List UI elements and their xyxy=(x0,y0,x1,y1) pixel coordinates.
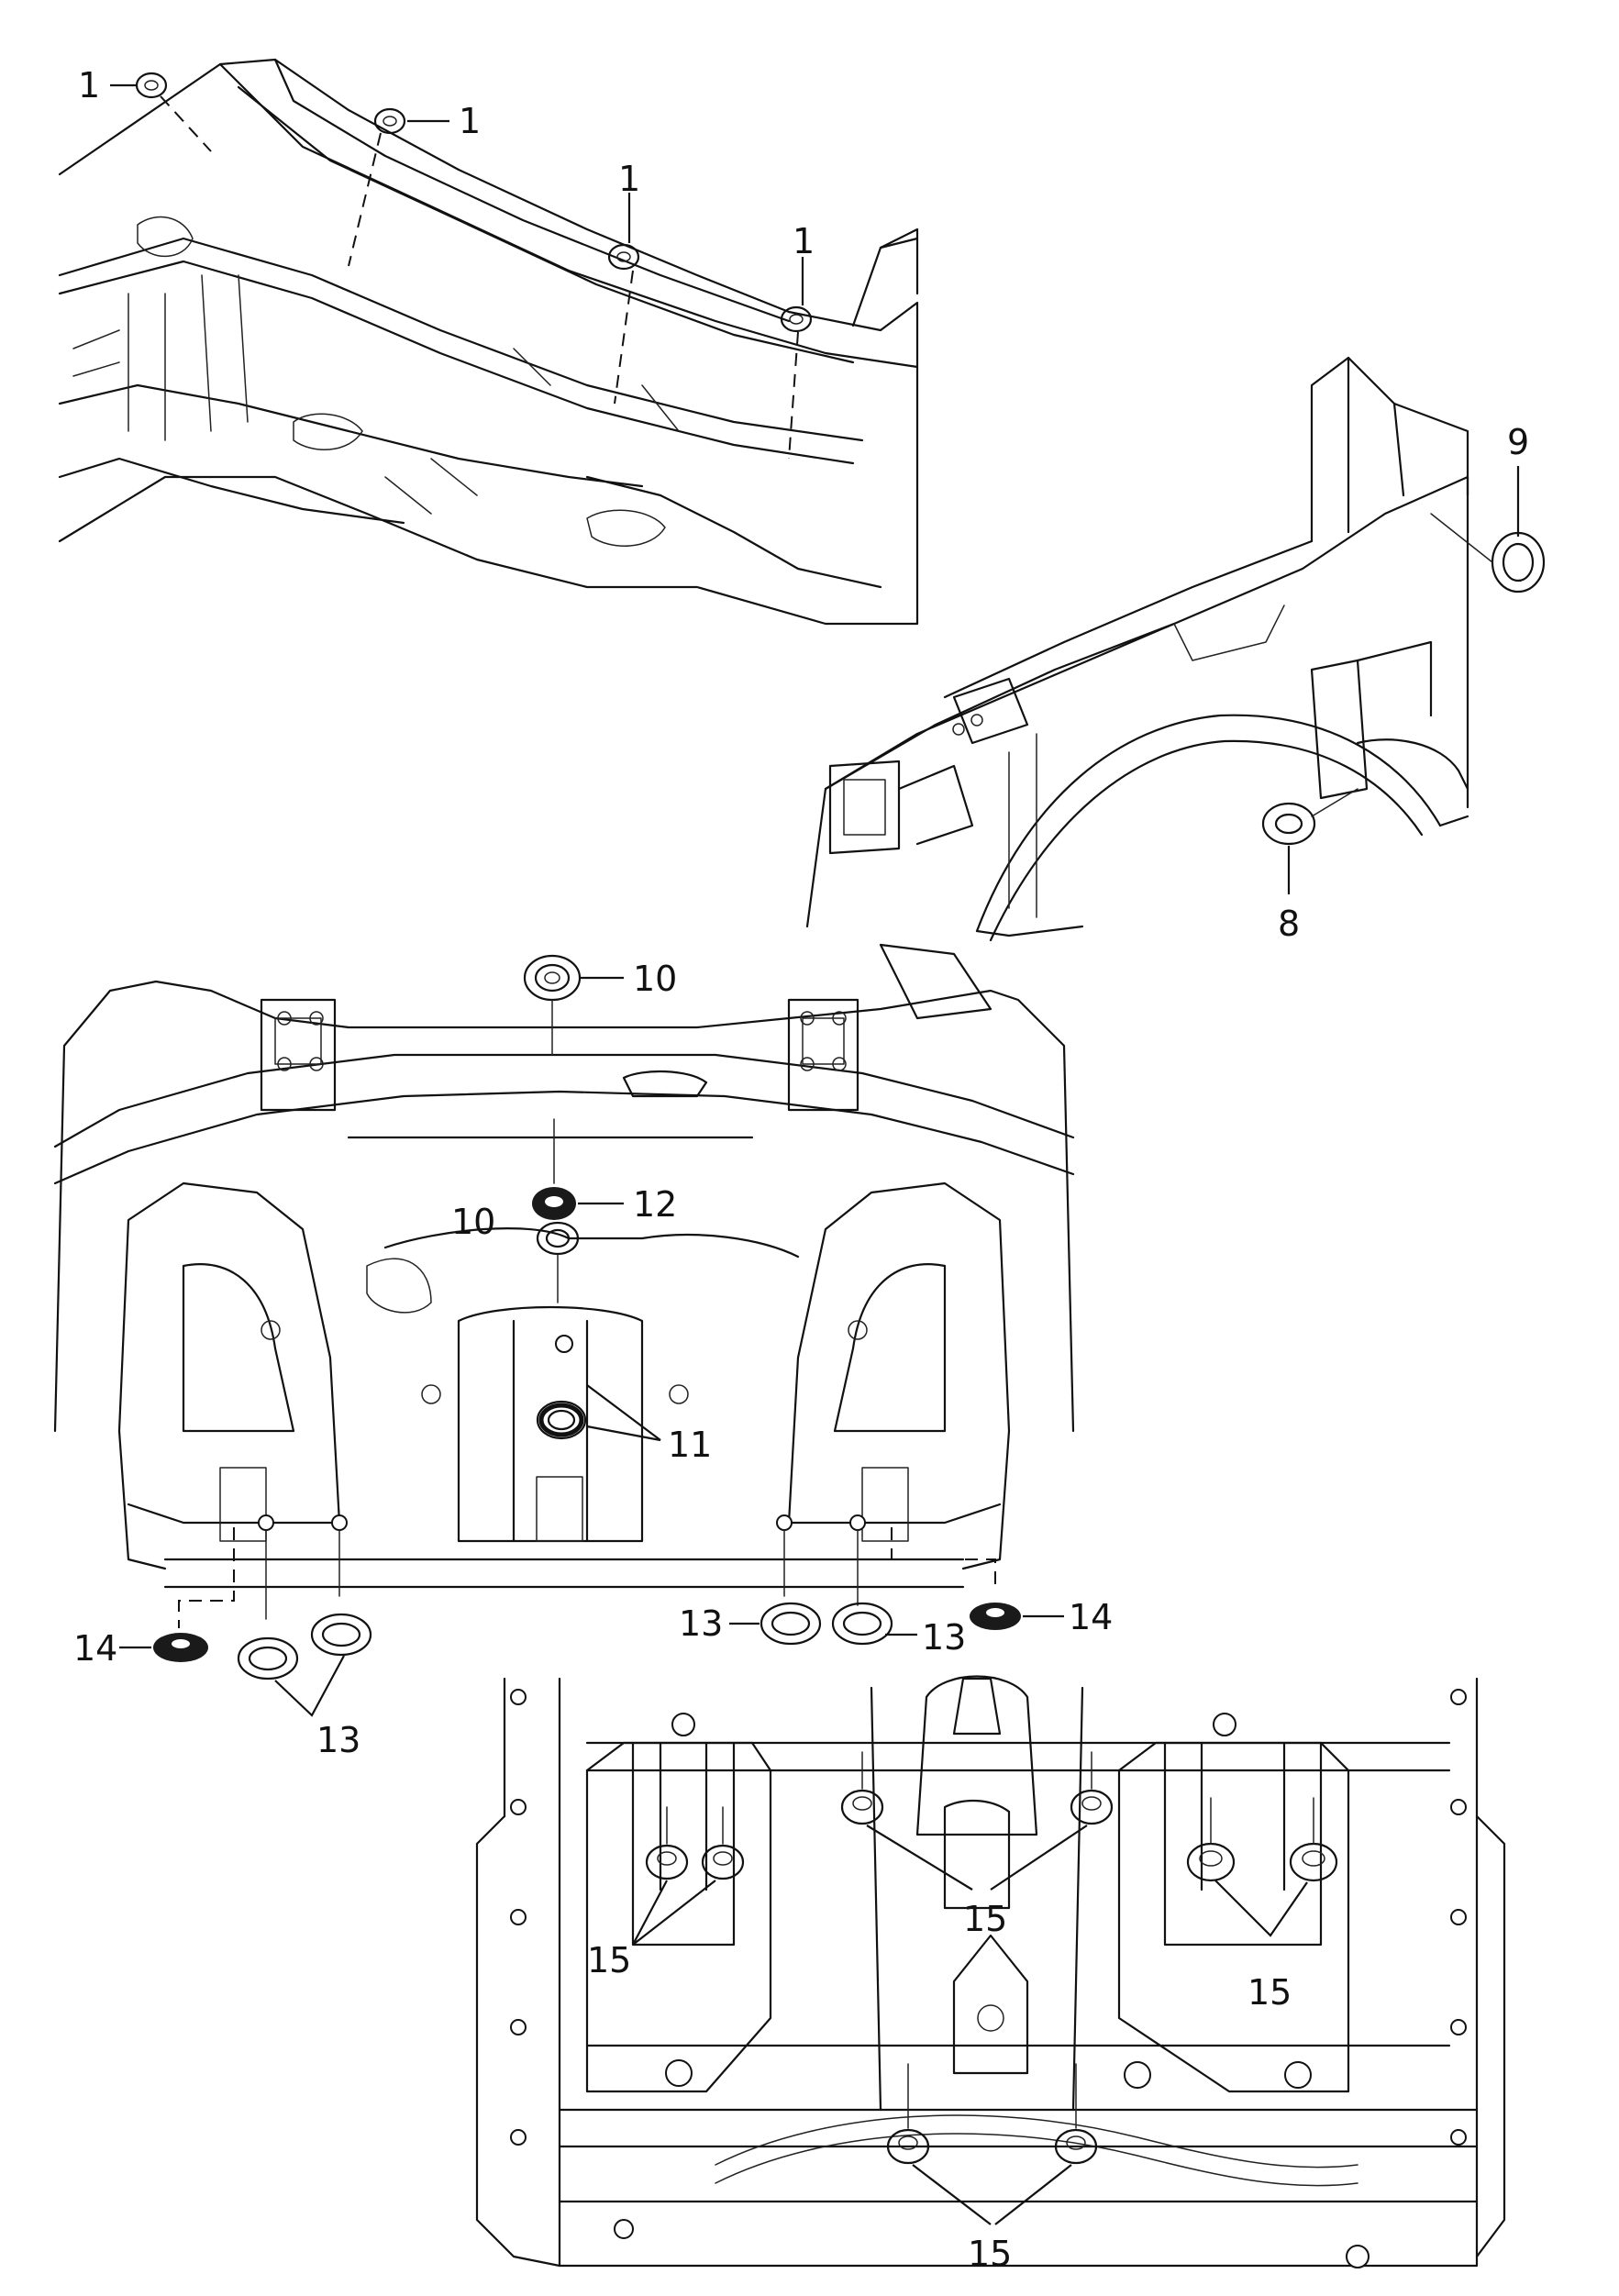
callout-1-c: 1 xyxy=(618,159,640,199)
callout-13-right-b: 13 xyxy=(922,1617,966,1658)
grommet-8-icon xyxy=(1261,802,1316,846)
callout-9: 9 xyxy=(1507,422,1529,462)
grommet-13-left-a-icon xyxy=(237,1636,299,1680)
callout-1-d: 1 xyxy=(793,221,815,261)
underbody-view xyxy=(475,1675,1506,2268)
callout-13-right-a: 13 xyxy=(679,1603,723,1644)
grommet-15-right-icon xyxy=(1186,1842,1338,1882)
plug-12-icon xyxy=(532,1187,576,1220)
callout-15-upper: 15 xyxy=(963,1899,1007,1939)
callout-11: 11 xyxy=(668,1425,712,1465)
grommet-15-left-icon xyxy=(645,1844,745,1880)
callout-10-mid: 10 xyxy=(451,1202,495,1242)
callout-12: 12 xyxy=(633,1184,677,1225)
front-floor-view xyxy=(53,943,1075,1589)
callout-10-top: 10 xyxy=(633,959,677,999)
plenum-panel-view xyxy=(58,58,919,626)
grommet-10-mid-icon xyxy=(536,1221,580,1256)
grommet-11-icon xyxy=(536,1400,587,1440)
callout-15-left: 15 xyxy=(587,1940,631,1980)
callout-14-left: 14 xyxy=(73,1628,117,1669)
grommet-icon xyxy=(135,72,813,333)
callout-8: 8 xyxy=(1278,904,1300,944)
grommet-15-upper-icon xyxy=(840,1789,1114,1825)
grommet-13-left-b-icon xyxy=(310,1613,372,1657)
callout-1-a: 1 xyxy=(78,65,100,105)
grommet-15-lower-icon xyxy=(886,2128,1098,2165)
callout-15-lower: 15 xyxy=(968,2234,1012,2274)
grommet-13-right-b-icon xyxy=(831,1602,893,1646)
plug-14-left-icon xyxy=(153,1633,208,1662)
callout-1-b: 1 xyxy=(459,101,481,141)
plug-14-right-icon xyxy=(970,1603,1021,1630)
callout-15-right: 15 xyxy=(1248,1972,1292,2013)
callout-13-left: 13 xyxy=(316,1720,360,1760)
grommet-13-right-a-icon xyxy=(760,1602,822,1646)
wheel-arch-view xyxy=(805,356,1546,942)
grommet-10-top-icon xyxy=(523,954,582,1002)
grommet-9-icon xyxy=(1491,531,1546,593)
callout-14-right: 14 xyxy=(1069,1597,1113,1637)
